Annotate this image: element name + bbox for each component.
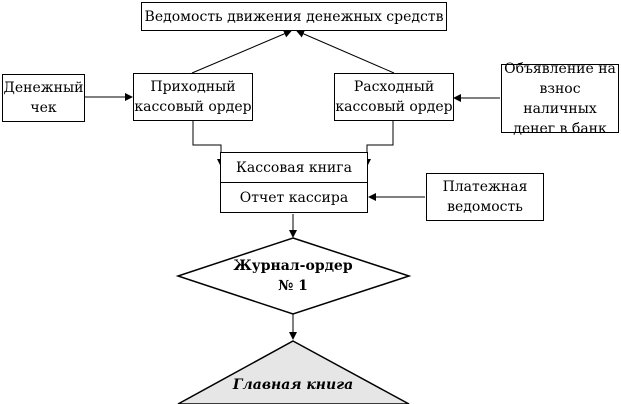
arrow-receipt-to-statement <box>191 30 292 74</box>
deposit-notice-line-3: денег в банк <box>513 120 607 137</box>
arrow-receipt-to-cashbook <box>192 121 225 167</box>
payroll-box: Платежная ведомость <box>426 173 544 221</box>
cash-check-line-2: чек <box>30 100 57 116</box>
receipt-order-line-1: Приходный <box>150 79 236 95</box>
journal-order-label: Журнал-ордер № 1 <box>193 256 393 296</box>
journal-order-diamond <box>175 237 412 315</box>
deposit-notice-line-1: Объявление на <box>504 60 616 77</box>
receipt-order-box: Приходный кассовый ордер <box>133 73 253 121</box>
cashier-report-label: Отчет кассира <box>239 189 349 206</box>
cash-check-box: Денежный чек <box>2 74 85 122</box>
arrow-expense-to-statement <box>296 30 395 74</box>
cash-check-line-1: Денежный <box>3 80 84 96</box>
expense-order-box: Расходный кассовый ордер <box>334 73 454 121</box>
cash-book-label: Кассовая книга <box>236 159 352 176</box>
cash-book-box: Кассовая книга <box>220 152 368 183</box>
expense-order-line-1: Расходный <box>353 79 435 95</box>
cashier-report-box: Отчет кассира <box>220 182 368 213</box>
payroll-line-2: ведомость <box>447 199 523 215</box>
journal-order-line-2: № 1 <box>278 278 308 294</box>
cash-flow-statement-box: Ведомость движения денежных средств <box>141 2 447 31</box>
cash-flow-statement-label: Ведомость движения денежных средств <box>144 8 444 25</box>
payroll-line-1: Платежная <box>442 179 528 195</box>
general-ledger-triangle <box>177 340 410 404</box>
general-ledger-label: Главная книга <box>193 374 393 396</box>
journal-order-line-1: Журнал-ордер <box>233 258 353 274</box>
deposit-notice-line-2: взнос наличных <box>523 80 597 117</box>
expense-order-line-2: кассовый ордер <box>335 99 453 115</box>
general-ledger-text: Главная книга <box>232 377 354 393</box>
receipt-order-line-2: кассовый ордер <box>134 99 252 115</box>
deposit-notice-box: Объявление на взнос наличных денег в бан… <box>501 61 619 137</box>
arrow-expense-to-cashbook <box>363 121 394 167</box>
